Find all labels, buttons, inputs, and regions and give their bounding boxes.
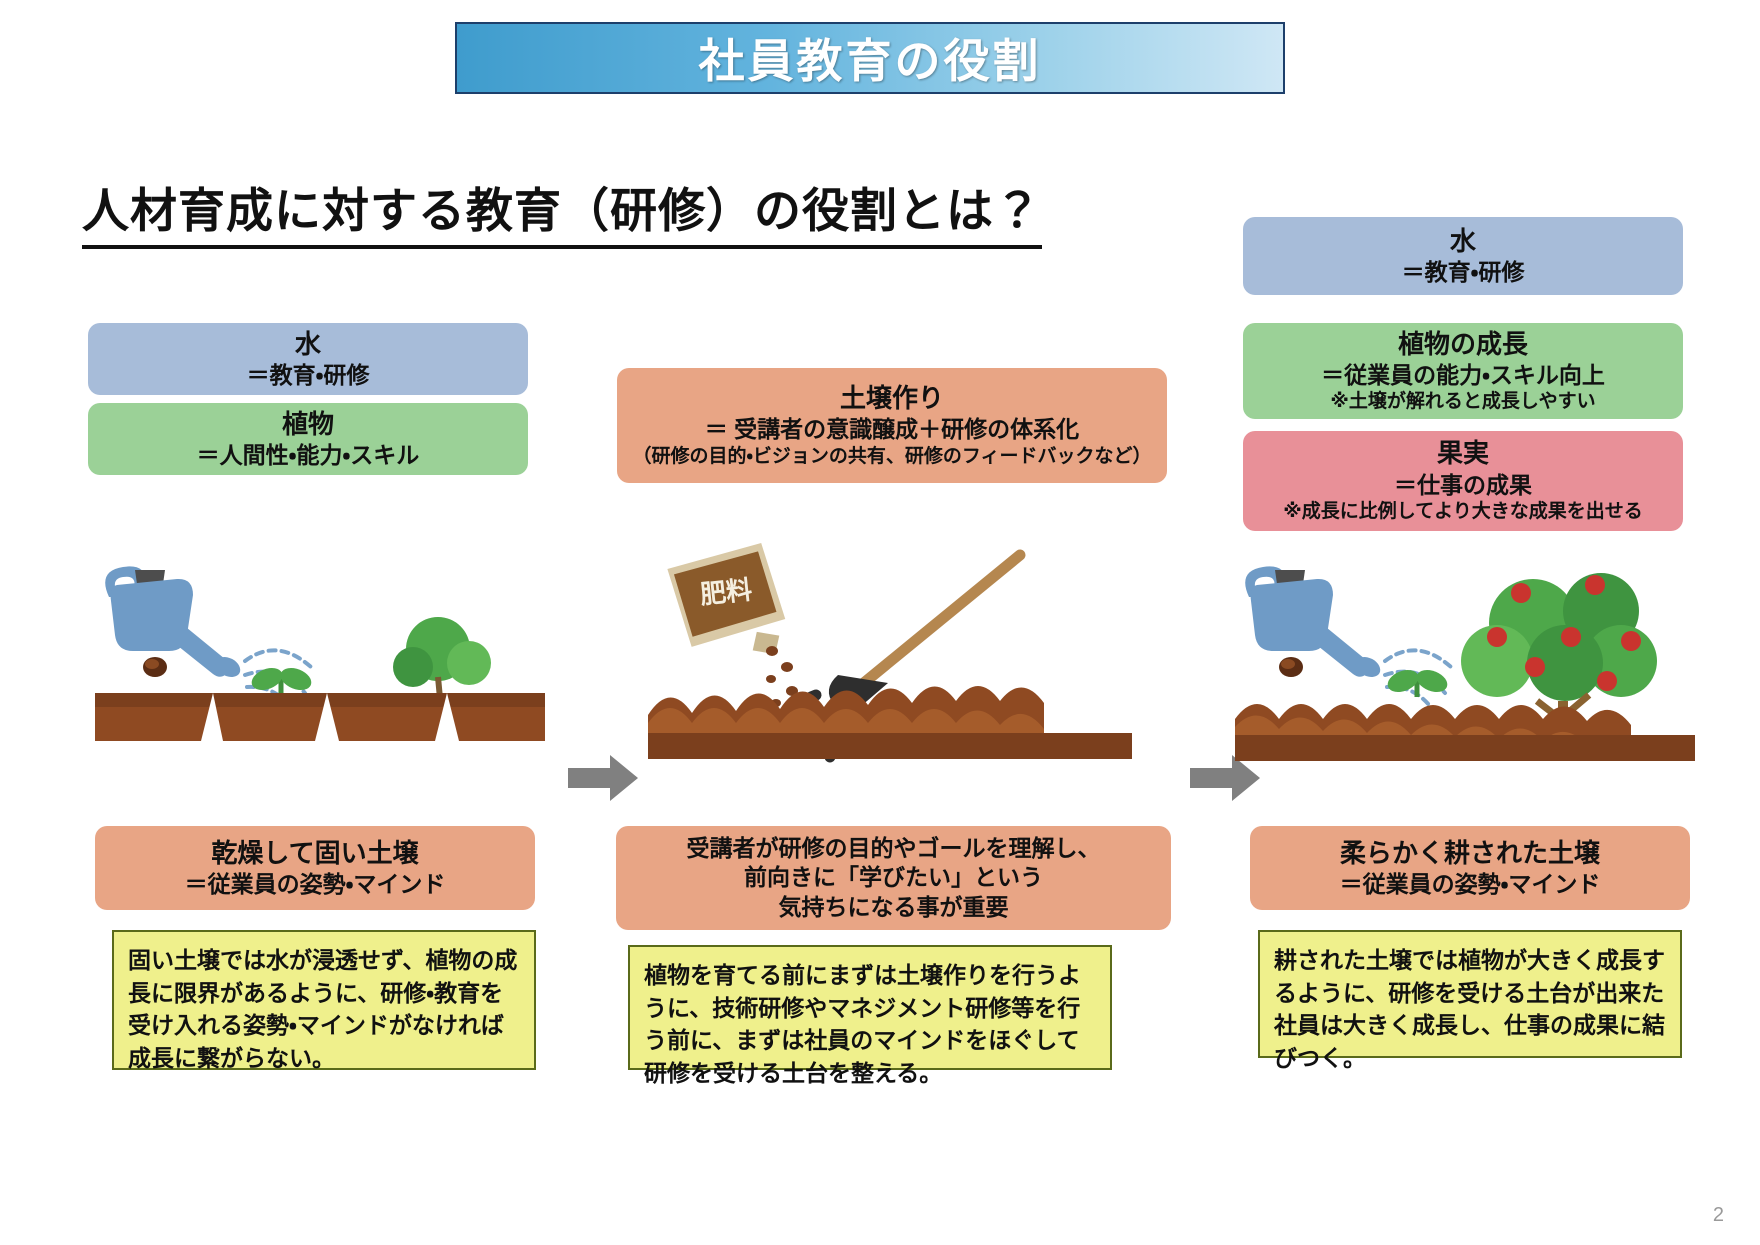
left-water-line1: 水 — [294, 328, 321, 359]
middle-illustration: 肥料 — [640, 543, 1140, 810]
middle-soil-line1: 受講者が研修の目的やゴールを理解し、 — [686, 834, 1101, 861]
page-number: 2 — [1712, 1204, 1724, 1226]
right-soil-line1: 柔らかく耕された土壌 — [1339, 837, 1600, 868]
middle-soil-box: 受講者が研修の目的やゴールを理解し、 前向きに「学びたい」という 気持ちになる事… — [616, 826, 1171, 930]
left-water-box: 水 ＝教育・研修 — [88, 323, 528, 395]
left-water-line2: ＝教育・研修 — [246, 361, 370, 388]
middle-soil-line2: 前向きに「学びたい」という — [744, 864, 1043, 891]
left-plant-box: 植物 ＝人間性・能力・スキル — [88, 403, 528, 475]
right-soil-box: 柔らかく耕された土壌 ＝従業員の姿勢・マインド — [1250, 826, 1690, 910]
middle-top-box: 土壌作り ＝ 受講者の意識醸成＋研修の体系化 （研修の目的・ビジョンの共有、研修… — [617, 368, 1167, 483]
right-illustration — [1235, 545, 1695, 810]
hard-soil — [95, 693, 545, 741]
flow-arrow-1 — [568, 755, 638, 801]
middle-soil-line3: 気持ちになる事が重要 — [778, 893, 1009, 920]
right-soil-line2: ＝従業員の姿勢・マインド — [1339, 870, 1601, 897]
svg-text:肥料: 肥料 — [699, 574, 754, 609]
middle-top-line2: ＝ 受講者の意識醸成＋研修の体系化 — [704, 416, 1080, 443]
watering-can-icon — [1245, 566, 1453, 715]
right-fruit-box: 果実 ＝仕事の成果 ※成長に比例してより大きな成果を出せる — [1243, 431, 1683, 531]
flow-arrow-2 — [1190, 755, 1260, 801]
right-growth-line1: 植物の成長 — [1397, 328, 1528, 359]
right-fruit-line1: 果実 — [1436, 438, 1489, 469]
sprout-icon — [251, 667, 312, 695]
tilled-soil — [648, 686, 1132, 759]
right-note-box: 耕された土壌では植物が大きく成長するように、研修を受ける土台が出来た社員は大きく… — [1258, 930, 1682, 1071]
right-fruit-line2: ＝仕事の成果 — [1394, 471, 1532, 498]
middle-top-line1: 土壌作り — [839, 382, 944, 413]
right-water-box: 水 ＝教育・研修 — [1243, 217, 1683, 295]
soft-soil — [1235, 704, 1695, 761]
right-growth-line3: ※土壌が解れると成長しやすい — [1330, 391, 1596, 413]
middle-note-box: 植物を育てる前にまずは土壌作りを行うように、技術研修やマネジメント研修等を行う前… — [628, 945, 1112, 1086]
seed-icon — [143, 657, 167, 677]
left-note-box: 固い土壌では水が浸透せず、植物の成長に限界があるように、研修・教育を受け入れる姿… — [112, 930, 536, 1071]
right-growth-box: 植物の成長 ＝従業員の能力・スキル向上 ※土壌が解れると成長しやすい — [1243, 323, 1683, 419]
right-water-line2: ＝教育・研修 — [1401, 258, 1525, 285]
sprout-icon — [1387, 669, 1448, 697]
middle-top-line3: （研修の目的・ビジョンの共有、研修のフィードバックなど） — [632, 445, 1152, 467]
slide-title: 社員教育の役割 — [698, 35, 1042, 87]
left-plant-line2: ＝人間性・能力・スキル — [196, 441, 420, 468]
left-soil-box: 乾燥して固い土壌 ＝従業員の姿勢・マインド — [95, 826, 535, 910]
right-fruit-line3: ※成長に比例してより大きな成果を出せる — [1283, 501, 1643, 523]
right-water-line1: 水 — [1449, 225, 1476, 256]
right-growth-line2: ＝従業員の能力・スキル向上 — [1321, 361, 1605, 388]
fertilizer-bag-icon: 肥料 — [667, 543, 786, 655]
slide-title-banner: 社員教育の役割 — [455, 22, 1285, 94]
seed-icon — [1279, 657, 1303, 677]
fruit-icon — [1487, 575, 1641, 691]
left-soil-line2: ＝従業員の姿勢・マインド — [184, 870, 446, 897]
page-title: 人材育成に対する教育（研修）の役割とは？ — [82, 172, 1042, 249]
left-soil-line1: 乾燥して固い土壌 — [211, 837, 419, 868]
left-plant-line1: 植物 — [281, 408, 334, 439]
left-illustration — [95, 545, 545, 810]
